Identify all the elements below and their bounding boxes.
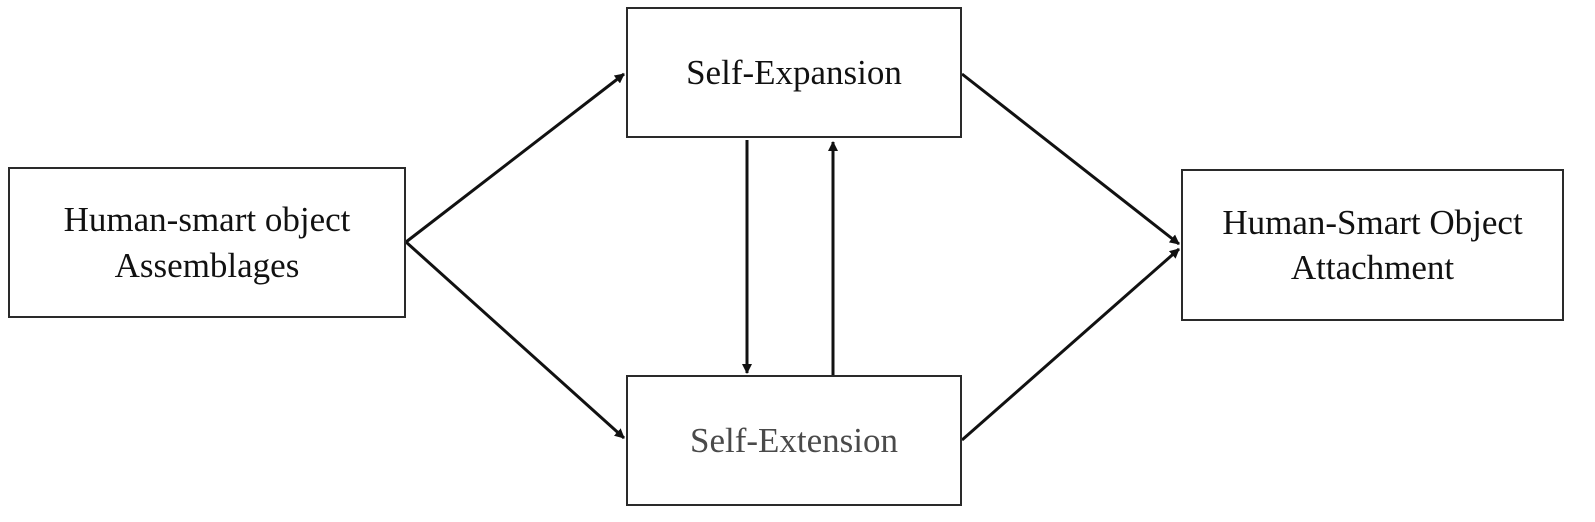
node-human-smart-object-attachment: Human-Smart Object Attachment — [1181, 169, 1564, 321]
node-label: Human-Smart Object Attachment — [1222, 202, 1523, 288]
node-human-smart-object-assemblages: Human-smart object Assemblages — [8, 167, 406, 318]
node-label: Self-Expansion — [686, 52, 902, 92]
node-label: Human-smart object Assemblages — [63, 200, 351, 285]
node-self-extension: Self-Extension — [626, 375, 962, 506]
arrow-assemblages-to-extension — [404, 240, 626, 440]
arrow-expansion-to-attachment — [961, 72, 1180, 246]
node-self-expansion: Self-Expansion — [626, 7, 962, 138]
arrow-assemblages-to-expansion — [405, 72, 625, 244]
arrow-extension-to-attachment — [961, 247, 1180, 442]
node-label: Self-Extension — [689, 420, 899, 460]
